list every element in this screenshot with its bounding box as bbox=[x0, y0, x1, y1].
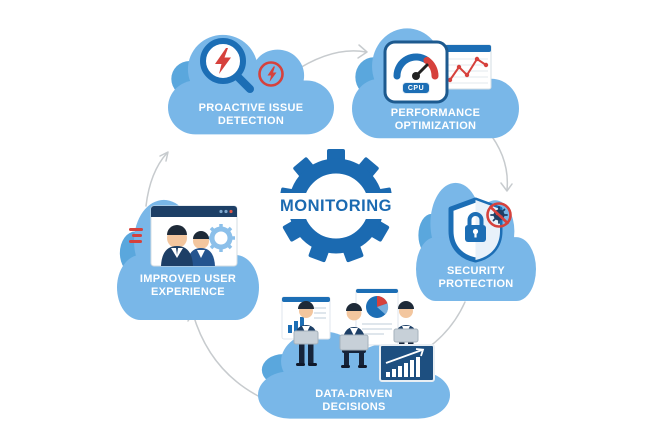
node-label-line2: OPTIMIZATION bbox=[394, 120, 477, 132]
node-label-line1: PERFORMANCE bbox=[390, 107, 481, 119]
speed-lines-icon bbox=[129, 228, 143, 243]
magnifier-alert-icon bbox=[200, 38, 254, 93]
monitoring-title: MONITORING bbox=[280, 197, 392, 215]
node-label-line1: PROACTIVE ISSUE bbox=[198, 102, 304, 114]
user-right bbox=[187, 231, 215, 266]
monitoring-gear: MONITORING bbox=[268, 142, 404, 270]
node-label-line2: PROTECTION bbox=[438, 278, 514, 290]
node-label-line1: SECURITY bbox=[446, 265, 506, 277]
node-label-line1: DATA-DRIVEN bbox=[315, 388, 393, 400]
analyst-left bbox=[293, 301, 319, 366]
node-security-protection: SECURITY PROTECTION bbox=[416, 177, 536, 303]
flash-alert-icon bbox=[258, 61, 284, 87]
browser-users-icon bbox=[129, 205, 238, 267]
node-proactive-issue-detection: PROACTIVE ISSUE DETECTION bbox=[168, 30, 334, 136]
gear-icon bbox=[268, 149, 404, 263]
gauge-graphic bbox=[383, 40, 449, 104]
arrow-left-lower bbox=[187, 312, 263, 399]
node-performance-optimization: CPU PERFORMANCE OPTIMIZATION bbox=[352, 23, 519, 140]
line-chart-icon bbox=[444, 44, 492, 90]
browser-header bbox=[151, 206, 237, 217]
blocked-virus-icon bbox=[486, 202, 512, 228]
cpu-badge: CPU bbox=[402, 82, 430, 94]
node-label-line2: DETECTION bbox=[217, 115, 285, 127]
analyst-middle bbox=[339, 303, 369, 368]
node-data-driven-decisions: DATA-DRIVEN DECISIONS bbox=[258, 285, 450, 420]
user-left bbox=[161, 225, 193, 266]
arrow-left-upper bbox=[145, 151, 169, 207]
node-label-line1: IMPROVED USER bbox=[139, 273, 237, 285]
growth-chart-icon bbox=[379, 344, 435, 382]
node-label-line2: EXPERIENCE bbox=[151, 286, 225, 298]
node-improved-user-experience: IMPROVED USER EXPERIENCE bbox=[117, 194, 259, 322]
cpu-gauge-icon: CPU bbox=[383, 40, 449, 104]
node-label-line2: DECISIONS bbox=[322, 401, 386, 413]
analysts-team-icon bbox=[281, 288, 435, 382]
